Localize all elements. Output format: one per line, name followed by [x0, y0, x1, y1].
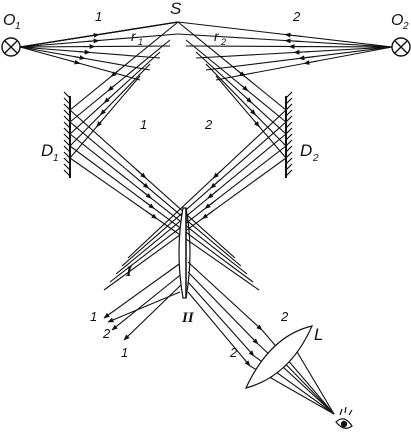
label-d1-sub: 1: [53, 153, 59, 164]
label-o1-sub: 1: [15, 21, 21, 32]
ray-d2-arrow: [205, 200, 216, 208]
ray-d1-arrow: [141, 190, 152, 198]
label-o2: O: [391, 12, 403, 29]
ray-o1-arrow: [79, 52, 90, 53]
label-source-s: S: [170, 0, 182, 18]
ray-d2-reflected: [116, 134, 286, 274]
ray-d1-arrow: [146, 211, 157, 219]
mirror-hatch-line: [64, 92, 70, 98]
ray-o1-arrow: [86, 41, 99, 42]
label-d1: D: [41, 141, 53, 160]
ray-to-d2: [206, 64, 286, 146]
ray-o2-arrow: [285, 41, 302, 42]
label-out-2-right-a: 2: [280, 309, 289, 324]
label-out-1b: 1: [121, 345, 128, 360]
ray-to-d2: [186, 40, 286, 122]
ray-d1-arrow: [136, 169, 146, 178]
ray-to-d1: [70, 22, 178, 110]
ray-to-d2-arrow: [255, 121, 260, 127]
ray-to-d2-arrow: [241, 85, 248, 91]
label-beam-1-mid: 1: [140, 117, 147, 132]
ray-to-d1: [70, 64, 150, 146]
label-d2: D: [300, 141, 312, 160]
ray-to-d2: [178, 22, 286, 110]
source-o2-icon: [392, 38, 410, 56]
label-beam-1-top: 1: [95, 9, 102, 24]
ray-o2-arrow: [294, 52, 310, 53]
ray-o2-arrow: [285, 35, 302, 37]
label-o1: O: [3, 12, 15, 29]
ray-d1-reflected: [70, 122, 241, 266]
ray-o1-arrow: [75, 57, 85, 59]
mirror-d1: [64, 92, 70, 178]
label-out-2-right-b: 2: [229, 345, 238, 360]
source-o1-icon: [2, 38, 20, 56]
ray-out-right: [188, 262, 262, 330]
ray-out-left: [104, 262, 182, 318]
ray-to-d2: [216, 76, 286, 158]
ray-d1-reflected: [70, 134, 247, 274]
ray-to-d1-arrow: [104, 97, 110, 103]
ray-to-d1: [70, 76, 140, 158]
ray-d2-arrow: [202, 211, 213, 219]
label-out-1a: 1: [90, 309, 97, 324]
label-d2-sub: 2: [312, 153, 319, 164]
ray-d1-arrow: [138, 180, 148, 189]
ray-to-d1-arrow: [108, 85, 115, 91]
ray-o1-arrow: [70, 61, 80, 64]
ray-out-left: [112, 272, 184, 330]
ray-d2-arrow: [213, 169, 222, 178]
ray-to-d1-arrow: [100, 109, 106, 115]
ray-d1-arrow: [143, 200, 154, 208]
label-beam-2-top: 2: [292, 9, 301, 24]
label-prism-2: II: [181, 310, 195, 326]
label-beam-2-mid: 2: [204, 117, 213, 132]
eye-icon: [336, 407, 352, 428]
ray-d2-arrow: [208, 190, 218, 198]
label-r1-sub: 1: [138, 37, 143, 47]
mirror-hatch-line: [286, 92, 292, 98]
ray-o2-arrow: [299, 57, 314, 59]
label-prism-1: I: [125, 264, 133, 280]
ray-to-d1-arrow: [97, 121, 102, 127]
label-lens: L: [314, 325, 323, 344]
ray-o2-arrow: [304, 61, 318, 64]
ray-o1-arrow: [86, 35, 99, 37]
label-out-2-left: 2: [102, 326, 111, 341]
ray-d2-arrow: [211, 180, 221, 189]
ray-d2-reflected: [110, 146, 286, 282]
ray-out-right: [188, 282, 254, 356]
label-r1: r: [131, 28, 137, 44]
ray-to-d2-arrow: [246, 97, 252, 103]
ray-bundle: [20, 22, 392, 414]
mirror-d2: [286, 92, 292, 178]
label-o2-sub: 2: [402, 21, 409, 32]
ray-to-d2-arrow: [250, 109, 256, 115]
label-r2-sub: 2: [220, 37, 226, 47]
